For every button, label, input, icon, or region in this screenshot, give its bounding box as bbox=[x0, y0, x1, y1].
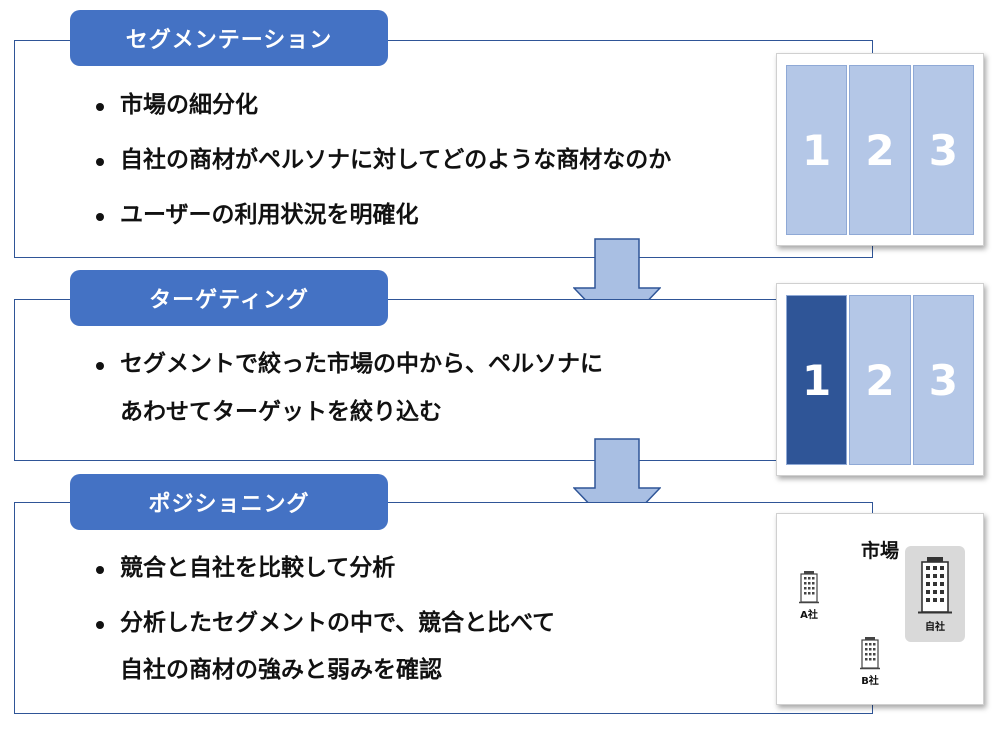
targeting-box bbox=[14, 299, 873, 461]
positioning-bullet-2: 分析したセグメントの中で、競合と比べて 自社の商材の強みと弱みを確認 bbox=[96, 610, 555, 684]
company-b-label: B社 bbox=[861, 676, 879, 687]
own-company-label: 自社 bbox=[925, 621, 945, 633]
building-icon bbox=[860, 637, 880, 670]
positioning-bullets: 競合と自社を比較して分析 分析したセグメントの中で、競合と比べて 自社の商材の強… bbox=[96, 555, 555, 712]
targeting-bullets: セグメントで絞った市場の中から、ペルソナに あわせてターゲットを絞り込む bbox=[96, 351, 603, 454]
market-title: 市場 bbox=[860, 540, 899, 562]
positioning-title: ポジショニング bbox=[70, 474, 388, 530]
segmentation-bullet-3: ユーザーの利用状況を明確化 bbox=[96, 202, 671, 229]
company-b: B社 bbox=[860, 636, 880, 687]
segment-column-3: 3 bbox=[912, 65, 974, 235]
company-a: A社 bbox=[799, 570, 819, 621]
target-column-2: 2 bbox=[849, 295, 911, 465]
market-thumbnail: 市場 A社 B社 bbox=[776, 513, 984, 705]
positioning-box bbox=[14, 502, 873, 714]
building-icon bbox=[799, 571, 819, 604]
targeting-bullet-1-line-2: あわせてターゲットを絞り込む bbox=[120, 399, 442, 425]
positioning-bullet-2-line-2: 自社の商材の強みと弱みを確認 bbox=[120, 657, 442, 683]
segmentation-bullet-2: 自社の商材がペルソナに対してどのような商材なのか bbox=[96, 147, 671, 174]
segmentation-bullet-1: 市場の細分化 bbox=[96, 92, 671, 119]
building-icon bbox=[918, 556, 952, 613]
company-a-label: A社 bbox=[800, 610, 818, 621]
segmentation-bullets: 市場の細分化 自社の商材がペルソナに対してどのような商材なのか ユーザーの利用状… bbox=[96, 92, 671, 257]
segment-column-2: 2 bbox=[849, 65, 911, 235]
positioning-bullet-2-line-1: 分析したセグメントの中で、競合と比べて bbox=[120, 610, 556, 636]
own-company: 自社 bbox=[905, 546, 965, 642]
segmentation-thumbnail: 1 2 3 bbox=[776, 53, 984, 246]
targeting-title: ターゲティング bbox=[70, 270, 388, 326]
target-column-1: 1 bbox=[785, 295, 848, 465]
targeting-thumbnail: 1 2 3 bbox=[776, 283, 984, 476]
positioning-bullet-1: 競合と自社を比較して分析 bbox=[96, 555, 555, 582]
targeting-bullet-1: セグメントで絞った市場の中から、ペルソナに あわせてターゲットを絞り込む bbox=[96, 351, 603, 426]
target-column-3: 3 bbox=[912, 295, 974, 465]
segmentation-box bbox=[14, 40, 873, 258]
segment-column-1: 1 bbox=[785, 65, 848, 235]
segmentation-title: セグメンテーション bbox=[70, 10, 388, 66]
targeting-bullet-1-line-1: セグメントで絞った市場の中から、ペルソナに bbox=[120, 351, 603, 377]
